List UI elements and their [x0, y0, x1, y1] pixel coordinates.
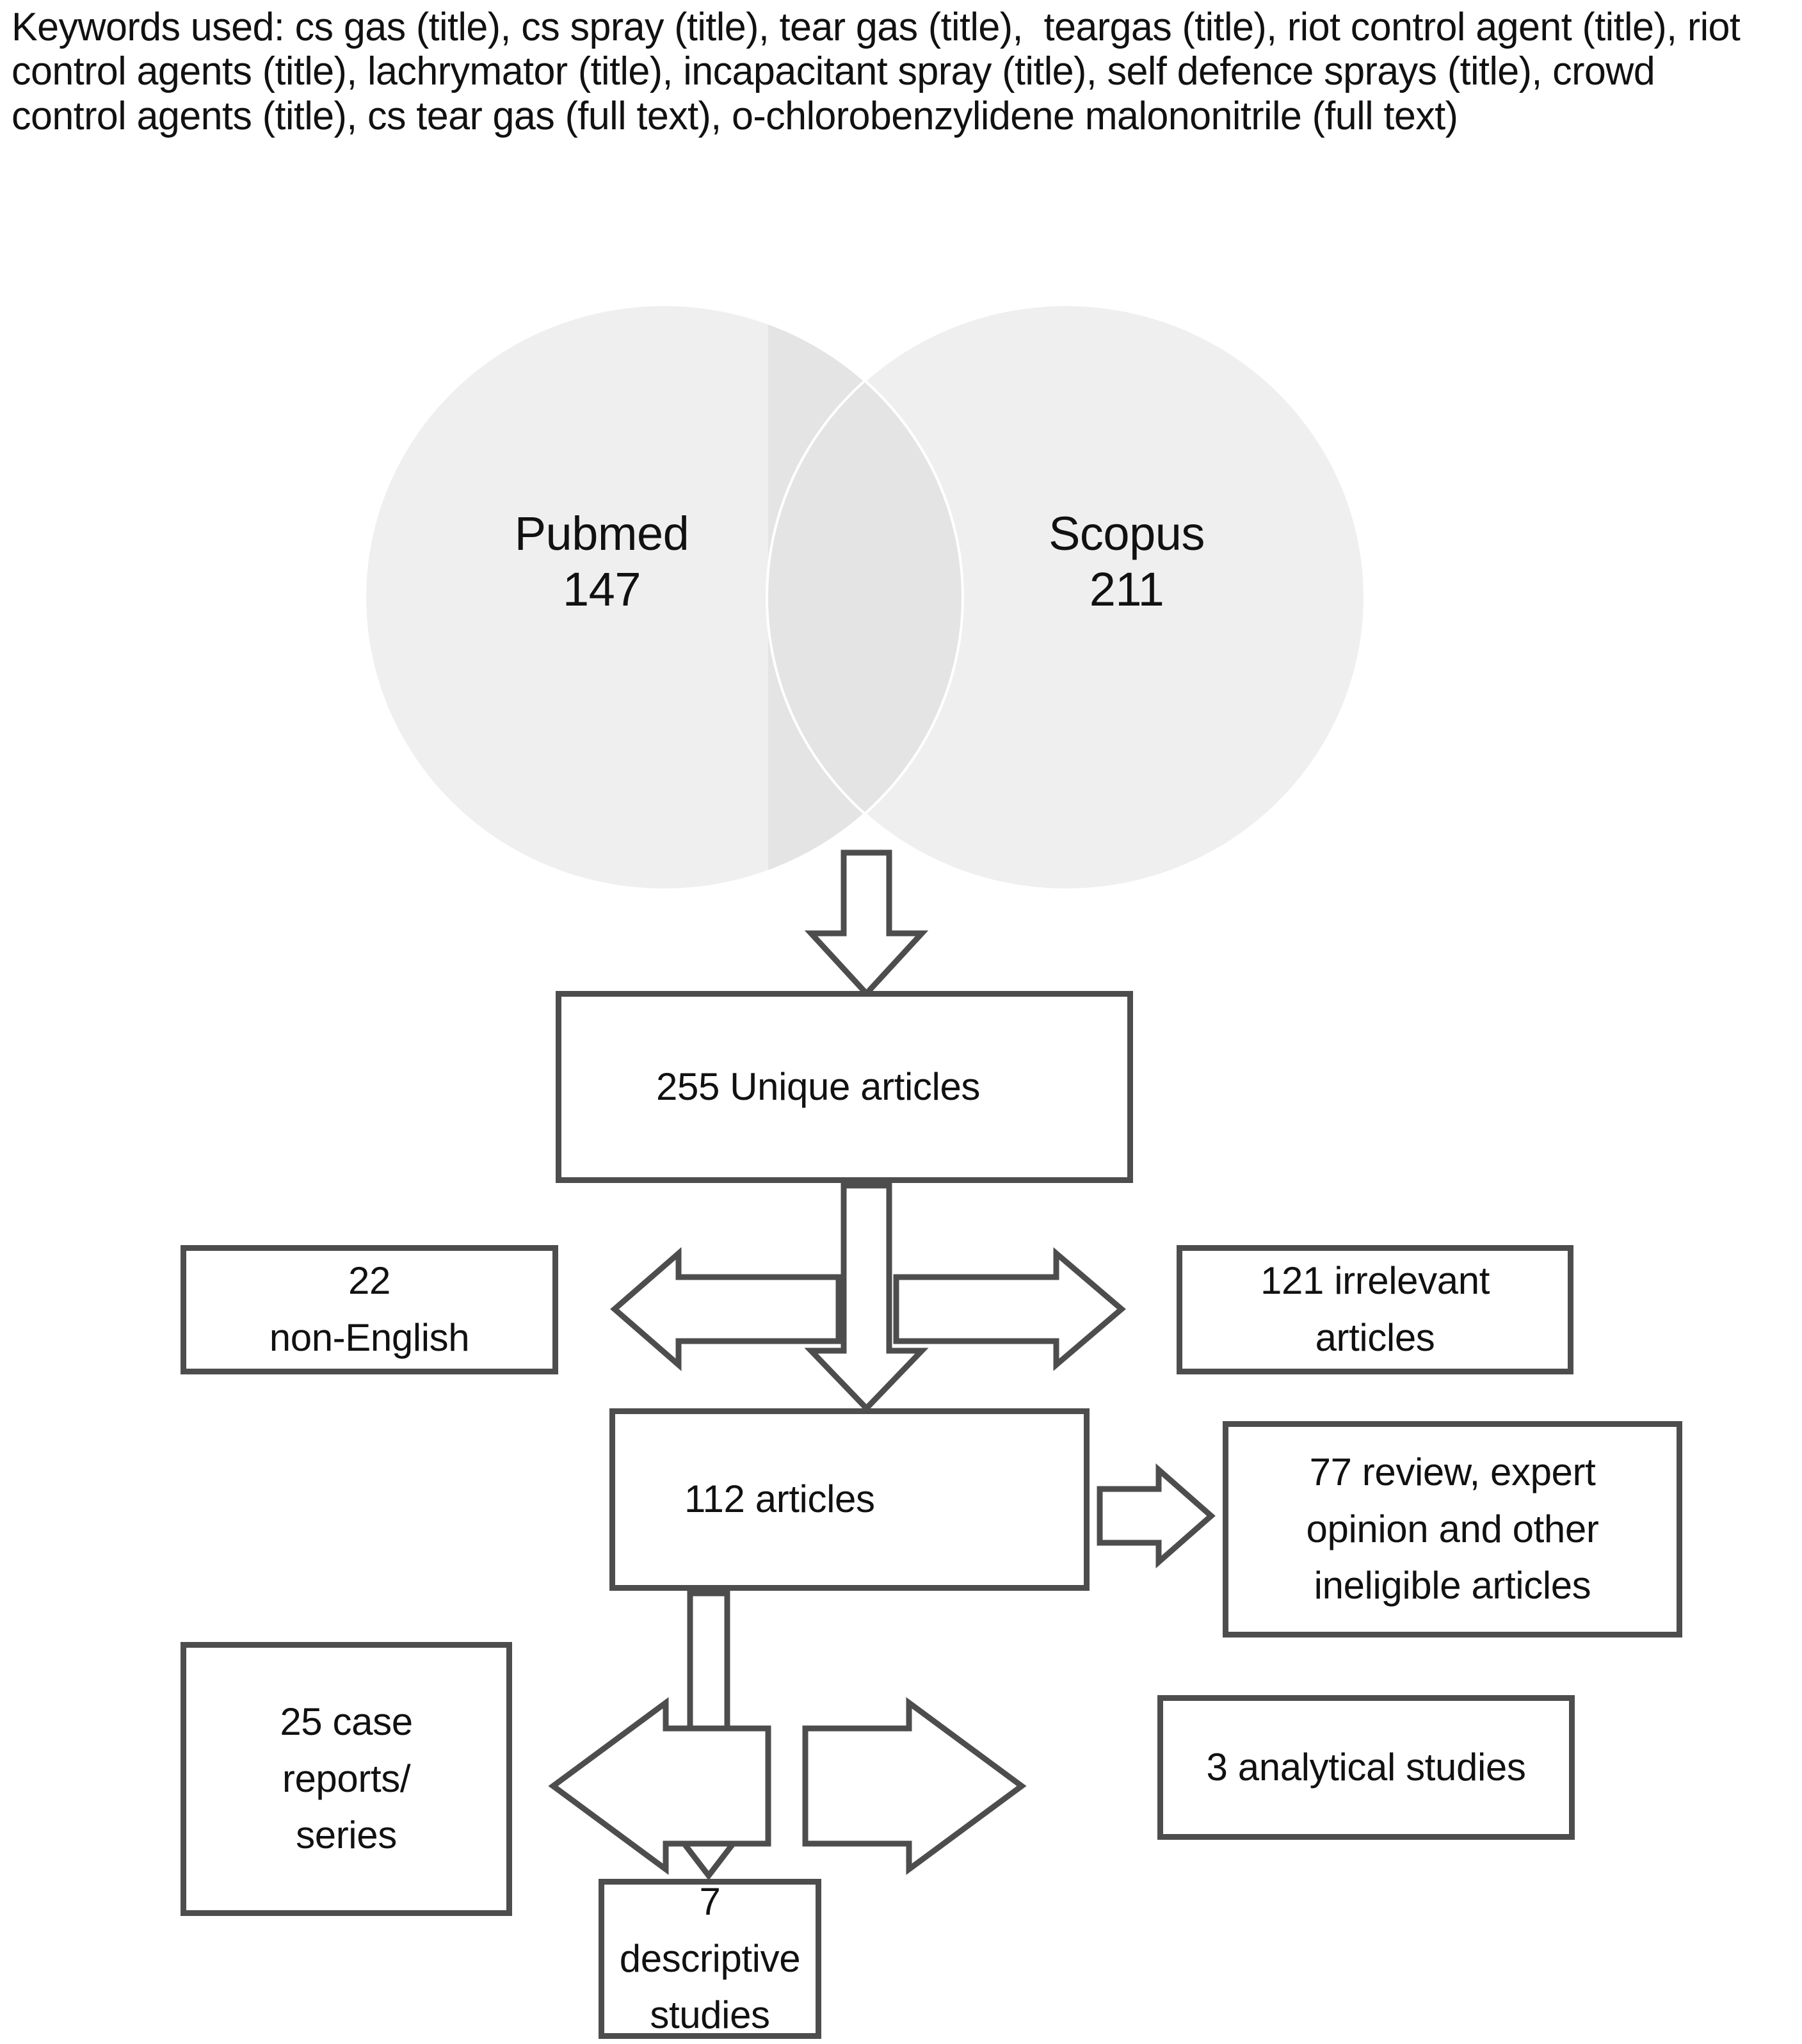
venn-label-pubmed: Pubmed 147	[514, 507, 689, 616]
flow-box-case-reports-series-label: 25 case reports/ series	[280, 1700, 413, 1857]
arrow-112-articles-to-review-expert	[1097, 1463, 1216, 1568]
flow-box-irrelevant-articles-label: 121 irrelevant articles	[1260, 1259, 1490, 1359]
flow-box-descriptive-studies[interactable]: 7 descriptive studies	[599, 1879, 821, 2039]
venn-circle-scopus-outline	[766, 303, 1366, 891]
flow-box-unique-articles[interactable]: 255 Unique articles	[556, 991, 1133, 1183]
flow-box-unique-articles-label: 255 Unique articles	[656, 1065, 981, 1108]
flow-box-analytical-studies[interactable]: 3 analytical studies	[1157, 1695, 1575, 1840]
arrow-112-articles-to-descriptive-studies	[654, 1590, 763, 1881]
flow-box-analytical-studies-label: 3 analytical studies	[1206, 1745, 1526, 1789]
venn-label-scopus: Scopus 211	[1049, 507, 1205, 616]
flow-box-descriptive-studies-label: 7 descriptive studies	[619, 1879, 801, 2037]
flow-box-non-english[interactable]: 22 non-English	[181, 1245, 558, 1374]
keywords-used-text: Keywords used: cs gas (title), cs spray …	[12, 5, 1751, 138]
flow-box-irrelevant-articles[interactable]: 121 irrelevant articles	[1177, 1245, 1573, 1374]
flow-box-review-expert-opinion-label: 77 review, expert opinion and other inel…	[1306, 1450, 1599, 1607]
arrow-venn-to-unique-articles	[804, 849, 929, 998]
arrow-bidirectional-exclusions-row1	[610, 1247, 1126, 1371]
venn-circle-pubmed-outline	[364, 303, 964, 891]
flow-box-non-english-label: 22 non-English	[269, 1259, 470, 1359]
venn-circle-pubmed	[366, 306, 961, 889]
flow-box-112-articles[interactable]: 112 articles	[609, 1408, 1090, 1591]
venn-overlap-region	[768, 306, 961, 889]
arrow-unique-articles-to-112-articles	[804, 1182, 929, 1413]
venn-circle-scopus	[768, 306, 1364, 889]
flow-box-case-reports-series[interactable]: 25 case reports/ series	[181, 1642, 512, 1916]
arrow-bidirectional-study-types-row2	[548, 1697, 1027, 1875]
flow-box-112-articles-label: 112 articles	[684, 1477, 875, 1521]
flow-box-review-expert-opinion[interactable]: 77 review, expert opinion and other inel…	[1223, 1421, 1682, 1638]
